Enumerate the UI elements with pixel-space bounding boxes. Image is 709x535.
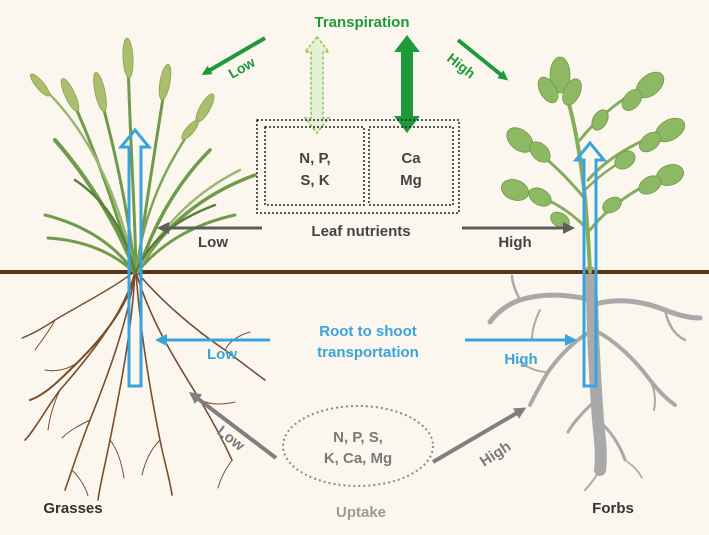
box-right-line1: Ca xyxy=(401,150,421,167)
forb-roots xyxy=(487,266,703,491)
uptake-elements-line1: N, P, S, xyxy=(333,429,383,446)
grass-xylem-arrow xyxy=(117,127,153,388)
leaf-nutrient-box-right xyxy=(368,126,454,206)
transpiration-light-arrow xyxy=(303,35,331,135)
box-left-line2: S, K xyxy=(300,172,329,189)
uptake-label: Uptake xyxy=(336,504,386,521)
soil-line xyxy=(0,270,709,274)
uptake-ellipse xyxy=(282,405,434,487)
uptake-low-arrow xyxy=(189,391,278,460)
leaf-low-label: Low xyxy=(198,234,228,251)
box-left-line1: N, P, xyxy=(299,150,330,167)
grasses-label: Grasses xyxy=(43,500,102,517)
transpiration-dark-arrow xyxy=(394,35,420,133)
transpiration-high-arrow xyxy=(456,38,509,81)
leaf-nutrients-label: Leaf nutrients xyxy=(311,223,410,240)
grass-roots xyxy=(21,271,266,501)
rts-low-label: Low xyxy=(207,346,237,363)
uptake-low-label: Low xyxy=(214,423,248,455)
forb-xylem-arrow xyxy=(572,140,608,388)
rts-label-line2: transportation xyxy=(317,344,419,361)
transpiration-label: Transpiration xyxy=(314,14,409,31)
uptake-high-arrow xyxy=(431,407,527,464)
rts-high-label: High xyxy=(504,351,537,368)
leaf-nutrient-box-left xyxy=(264,126,365,206)
forbs-label: Forbs xyxy=(592,500,634,517)
leaf-high-label: High xyxy=(498,234,531,251)
rts-label-line1: Root to shoot xyxy=(319,323,416,340)
box-right-line2: Mg xyxy=(400,172,422,189)
uptake-high-label: High xyxy=(477,438,514,470)
leaf-nutrient-outer-box xyxy=(256,119,460,214)
transpiration-low-arrow xyxy=(201,36,267,76)
uptake-elements-line2: K, Ca, Mg xyxy=(324,450,392,467)
